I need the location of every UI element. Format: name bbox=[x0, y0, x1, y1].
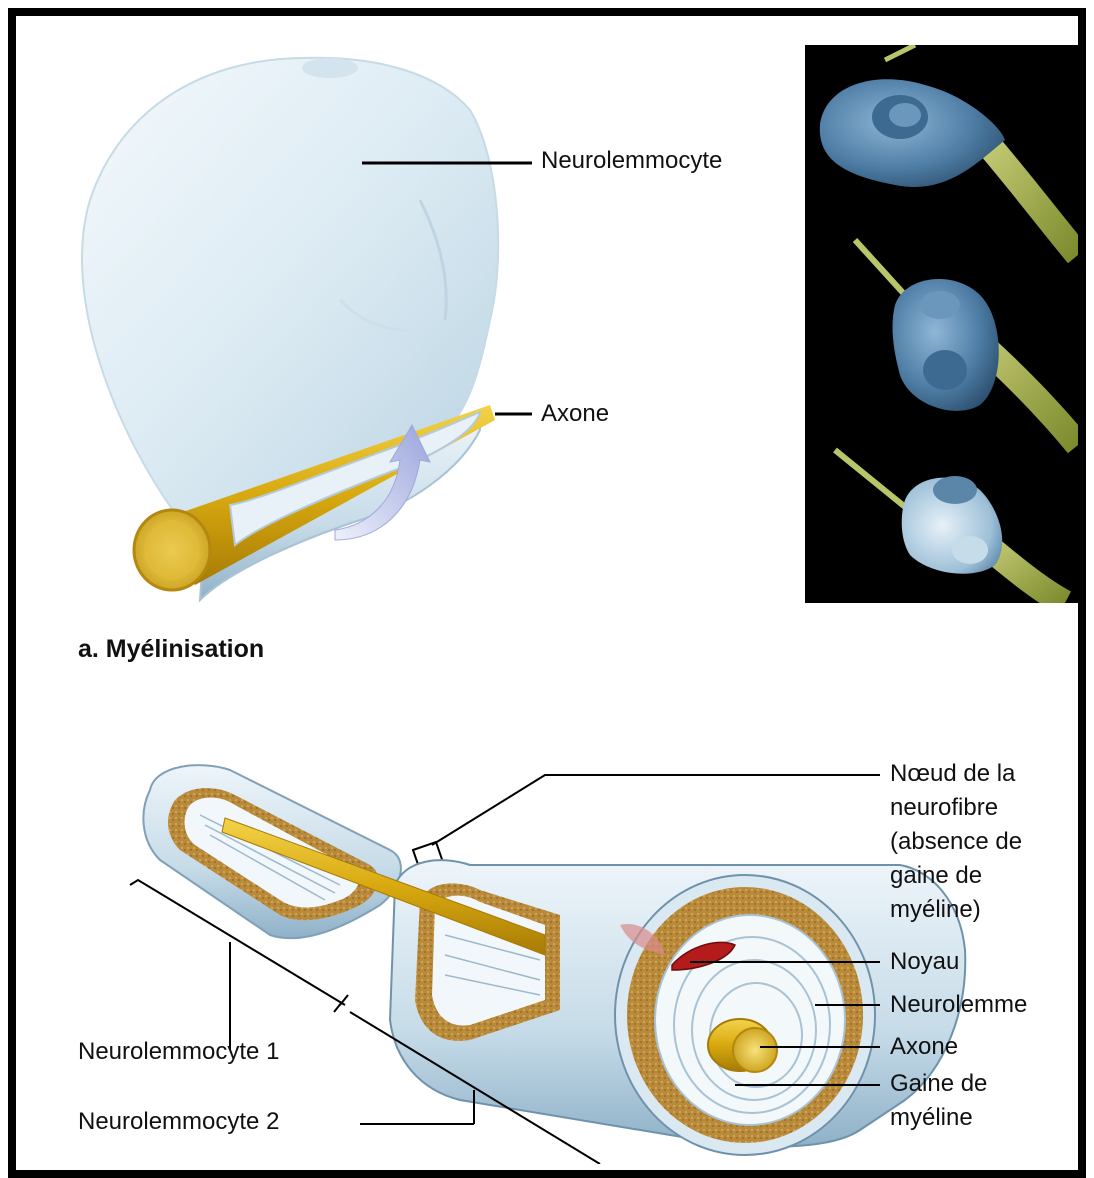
label-noeud-line2: neurofibre bbox=[890, 792, 998, 824]
label-noeud-line4: gaine de bbox=[890, 860, 982, 892]
label-noyau: Noyau bbox=[890, 946, 959, 978]
part-a-title: a. Myélinisation bbox=[78, 635, 264, 664]
myelinated-fiber-drawing bbox=[143, 765, 965, 1155]
label-neurolemmocyte-2: Neurolemmocyte 2 bbox=[78, 1106, 279, 1138]
label-gaine-line1: Gaine de bbox=[890, 1068, 987, 1100]
label-axone-b: Axone bbox=[890, 1031, 958, 1063]
label-gaine-line2: myéline bbox=[890, 1102, 973, 1134]
label-neurolemmocyte: Neurolemmocyte bbox=[541, 145, 722, 177]
label-noeud-line3: (absence de bbox=[890, 826, 1022, 858]
label-noeud-line1: Nœud de la bbox=[890, 758, 1015, 790]
label-neurolemme: Neurolemme bbox=[890, 989, 1027, 1021]
label-noeud-line5: myéline) bbox=[890, 894, 981, 926]
label-neurolemmocyte-1: Neurolemmocyte 1 bbox=[78, 1036, 279, 1068]
schwann-cell-drawing bbox=[82, 58, 498, 600]
label-axone-a: Axone bbox=[541, 398, 609, 430]
